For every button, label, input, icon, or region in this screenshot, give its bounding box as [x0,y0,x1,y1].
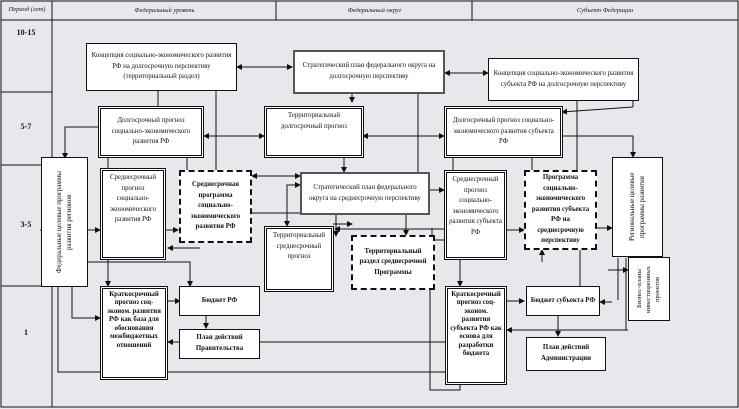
header-federation-subject: Субъект Федерации [576,6,634,14]
box-concept-rf: Концепция социально-экономического разви… [86,43,237,91]
box-strategic-plan-longterm: Стратегический план федерального округа … [293,50,445,94]
period-label: 5-7 [20,122,32,131]
box-midterm-forecast-rf: Среднесрочный прогноз социально-экономич… [100,168,166,260]
box-budget-rf: Бюджет РФ [179,286,260,316]
box-concept-subject: Концепция социально-экономического разви… [488,58,639,101]
box-shortterm-forecast-subject: Краткосрочный прогноз соц-эконом. развит… [445,286,507,385]
box-midterm-program-rf: Среднесрочная программа социально-эконом… [179,170,252,243]
box-business-plans: Бизнес-планы инвестиционных проектов [628,257,670,321]
arrow [62,126,100,159]
box-strategic-plan-midterm: Стратегический план федерального округа … [300,172,430,215]
box-midterm-forecast-subject: Среднесрочный прогноз социально-экономич… [444,170,507,260]
arrow [562,135,636,158]
box-longterm-forecast-subject: Долгосрочный прогноз социально-экономиче… [444,106,563,158]
box-government-plan: План действий Правительства [179,329,260,359]
period-label: 10-15 [16,28,36,37]
box-administration-plan: План действий Администрации [526,337,606,371]
header-federal-district: Федеральный округ [347,6,402,14]
box-longterm-forecast-rf: Долгосрочный прогноз социально-экономиче… [98,106,204,158]
box-program-subject: Программа социально-экономического разви… [524,170,597,250]
period-label: 3-5 [20,220,32,229]
box-shortterm-forecast-rf: Краткосрочный прогноз соц-эконом. развит… [100,286,168,380]
box-territorial-longterm-forecast: Территориальный долгосрочный прогноз [264,106,364,158]
box-text: Бизнес-планы инвестиционных проектов [636,265,662,313]
box-text: Региональные целевые программы развития [627,172,646,242]
arrow [284,182,301,227]
arrow [88,261,193,287]
box-territorial-section: Территориальный раздел среднесрочной Про… [351,235,435,290]
arrow [561,106,634,115]
box-territorial-midterm-forecast: Территориальный среднесрочный прогноз [264,226,334,292]
header-federal-level: Федеральный уровень [134,6,195,14]
box-regional-target-programs: Региональные целевые программы развития [612,157,663,257]
box-budget-subject: Бюджет субъекта РФ [526,286,600,316]
box-text: Федеральные целевые программы развития р… [54,171,73,273]
box-federal-target-programs: Федеральные целевые программы развития р… [41,157,88,287]
period-label: 1 [24,328,28,337]
header-period: Период (лет) [8,5,46,13]
